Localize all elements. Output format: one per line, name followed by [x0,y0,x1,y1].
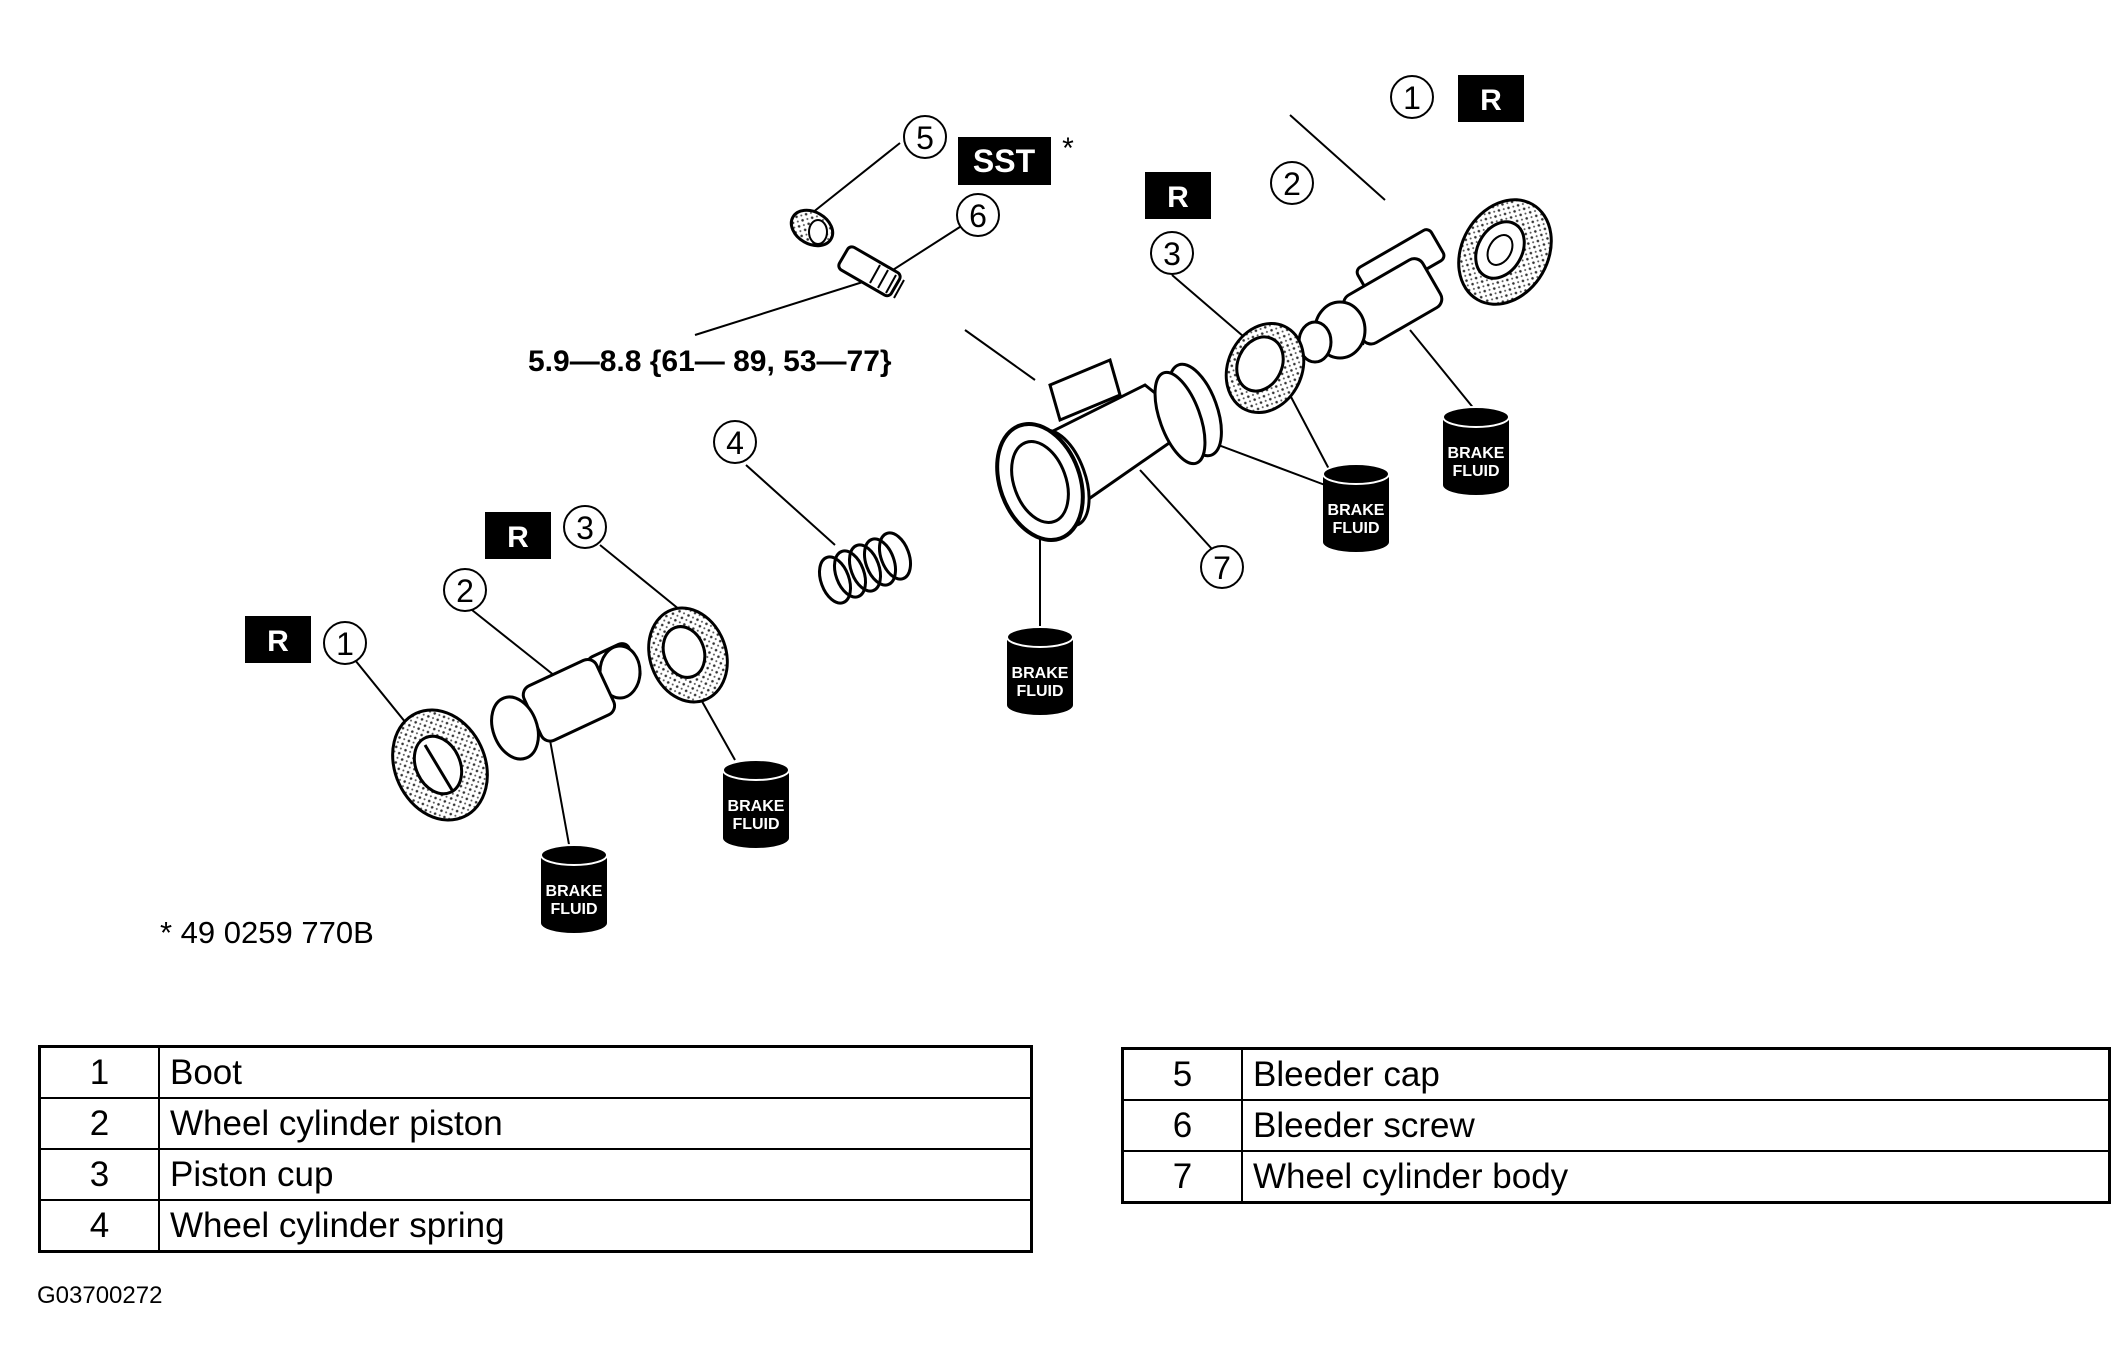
piston-cup-left [647,606,729,704]
legend-row: 2 Wheel cylinder piston [38,1097,1033,1150]
svg-text:3: 3 [1163,236,1181,272]
legend-table-left: 1 Boot 2 Wheel cylinder piston 3 Piston … [38,1045,1033,1253]
piston-left [490,642,642,761]
bleeder-screw [837,245,905,299]
svg-text:1: 1 [1403,80,1421,116]
svg-text:BRAKE: BRAKE [1328,502,1385,519]
callout-3-right: 3 [1150,231,1194,275]
svg-text:R: R [267,625,289,658]
r-badge-left-cup: R [485,512,551,559]
legend-row: 5 Bleeder cap [1121,1047,2111,1101]
svg-text:1: 1 [336,626,354,662]
legend-row: 4 Wheel cylinder spring [38,1199,1033,1253]
svg-text:FLUID: FLUID [1016,683,1063,700]
boot-right [1457,198,1553,306]
callout-2-right: 2 [1270,161,1314,205]
piston-right [1297,228,1446,364]
svg-text:5: 5 [916,120,934,156]
legend-label: Wheel cylinder body [1241,1150,2111,1204]
svg-text:SST: SST [973,143,1036,179]
svg-text:4: 4 [726,425,744,461]
legend-label: Wheel cylinder spring [158,1199,1033,1253]
svg-text:BRAKE: BRAKE [1448,445,1505,462]
svg-text:2: 2 [456,573,474,609]
wheel-cylinder-body [995,357,1223,543]
legend-number: 3 [38,1148,160,1201]
legend-row: 7 Wheel cylinder body [1121,1150,2111,1204]
callout-2-left: 2 [443,568,487,612]
r-badge-right-boot: R [1458,75,1524,122]
legend-row: 1 Boot [38,1045,1033,1099]
callout-3-left: 3 [563,505,607,549]
callout-5: 5 [903,115,947,159]
r-badge-right-cup: R [1145,172,1211,219]
callout-4: 4 [713,420,757,464]
svg-text:R: R [507,521,529,554]
svg-text:R: R [1480,84,1502,117]
legend-label: Wheel cylinder piston [158,1097,1033,1150]
legend-label: Boot [158,1045,1033,1099]
brake-fluid-icon: BRAKE FLUID [1322,463,1390,552]
legend-number: 6 [1121,1099,1243,1152]
svg-text:FLUID: FLUID [732,816,779,833]
sst-note: * 49 0259 770B [160,915,374,950]
legend-number: 4 [38,1199,160,1253]
legend-number: 2 [38,1097,160,1150]
svg-text:*: * [1062,132,1074,165]
svg-text:FLUID: FLUID [1452,463,1499,480]
callout-1-right: 1 [1390,75,1434,119]
svg-text:BRAKE: BRAKE [728,798,785,815]
r-badge-left-boot: R [245,616,311,663]
svg-text:R: R [1167,181,1189,214]
figure-id: G03700272 [37,1282,163,1309]
svg-text:FLUID: FLUID [1332,520,1379,537]
callout-7: 7 [1200,545,1244,589]
brake-fluid-icon: BRAKE FLUID [540,844,608,933]
legend-number: 5 [1121,1047,1243,1101]
boot-left [391,708,489,822]
svg-text:3: 3 [576,510,594,546]
legend-label: Bleeder cap [1241,1047,2111,1101]
sst-badge: SST * [958,132,1074,185]
svg-text:7: 7 [1213,550,1231,586]
brake-fluid-icon: BRAKE FLUID [1442,406,1510,495]
legend-row: 6 Bleeder screw [1121,1099,2111,1152]
brake-fluid-icon: BRAKE FLUID [1006,626,1074,715]
torque-spec: 5.9—8.8 {61— 89, 53—77} [528,345,892,378]
legend-table-right: 5 Bleeder cap 6 Bleeder screw 7 Wheel cy… [1121,1047,2111,1204]
legend-label: Piston cup [158,1148,1033,1201]
callout-1-left: 1 [323,621,367,665]
svg-text:FLUID: FLUID [550,901,597,918]
svg-text:2: 2 [1283,166,1301,202]
brake-fluid-icon: BRAKE FLUID [722,759,790,848]
wheel-cylinder-spring [817,531,913,605]
legend-number: 1 [38,1045,160,1099]
callout-6: 6 [956,193,1000,237]
piston-cup-right [1224,321,1306,415]
svg-text:BRAKE: BRAKE [546,883,603,900]
legend-row: 3 Piston cup [38,1148,1033,1201]
svg-text:6: 6 [969,198,987,234]
bleeder-cap [789,208,835,248]
legend-label: Bleeder screw [1241,1099,2111,1152]
legend-number: 7 [1121,1150,1243,1204]
svg-text:BRAKE: BRAKE [1012,665,1069,682]
